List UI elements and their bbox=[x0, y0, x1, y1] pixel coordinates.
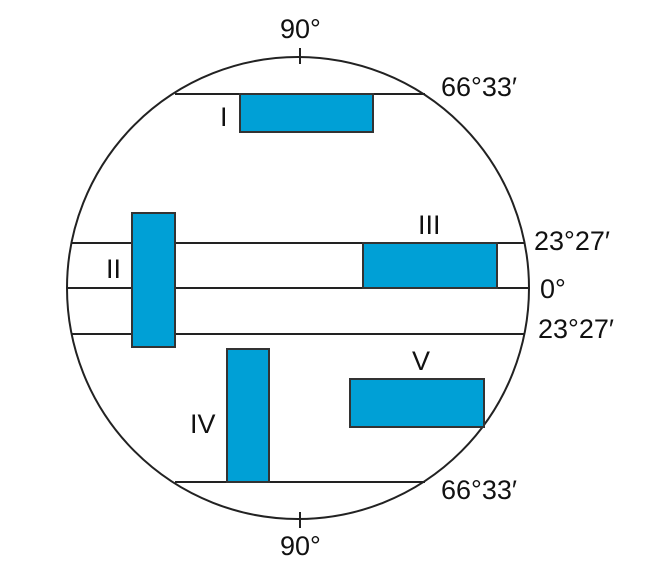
equator-label: 0° bbox=[540, 274, 566, 304]
region-iv-label: IV bbox=[190, 409, 216, 439]
region-iii-rect bbox=[362, 242, 498, 289]
region-ii-rect bbox=[131, 212, 176, 348]
region-iv-rect bbox=[226, 348, 270, 483]
region-i-label: I bbox=[220, 102, 228, 132]
tropic-south-label: 23°27′ bbox=[538, 314, 614, 344]
region-v-rect bbox=[349, 378, 485, 428]
region-iii-label: III bbox=[418, 210, 441, 240]
arctic-circle-label: 66°33′ bbox=[441, 72, 517, 102]
region-i-rect bbox=[239, 93, 374, 133]
region-ii-label: II bbox=[106, 254, 122, 284]
bottom-pole-label: 90° bbox=[280, 531, 321, 561]
region-v-label: V bbox=[412, 346, 431, 376]
top-pole-label: 90° bbox=[280, 14, 321, 44]
tropic-north-label: 23°27′ bbox=[534, 226, 610, 256]
antarctic-circle-label: 66°33′ bbox=[441, 475, 517, 505]
